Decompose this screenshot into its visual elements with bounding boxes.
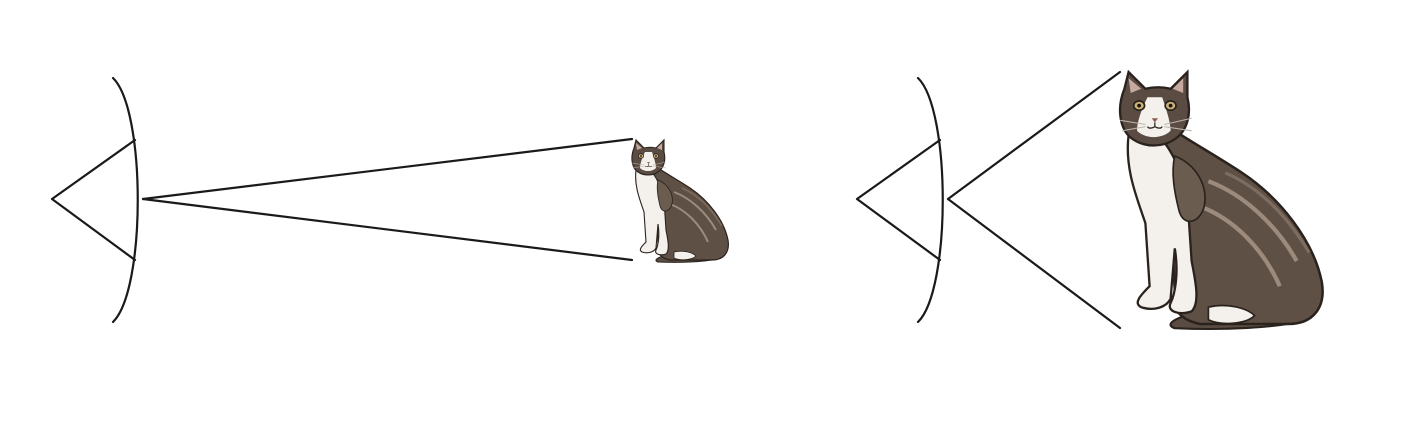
left-lens-arc — [111, 76, 139, 324]
right-ray-top — [946, 70, 1122, 201]
small-cat-image — [630, 139, 730, 264]
left-ray-top — [141, 137, 634, 201]
right-lens-arc — [916, 76, 944, 324]
large-cat-image — [1120, 72, 1323, 329]
right-ray-bottom — [946, 197, 1122, 330]
right-eye-cone — [855, 138, 942, 262]
left-eye-cone — [50, 138, 137, 262]
left-ray-bottom — [141, 197, 634, 262]
near-cat-view — [855, 70, 1323, 330]
far-cat-view — [50, 76, 730, 324]
